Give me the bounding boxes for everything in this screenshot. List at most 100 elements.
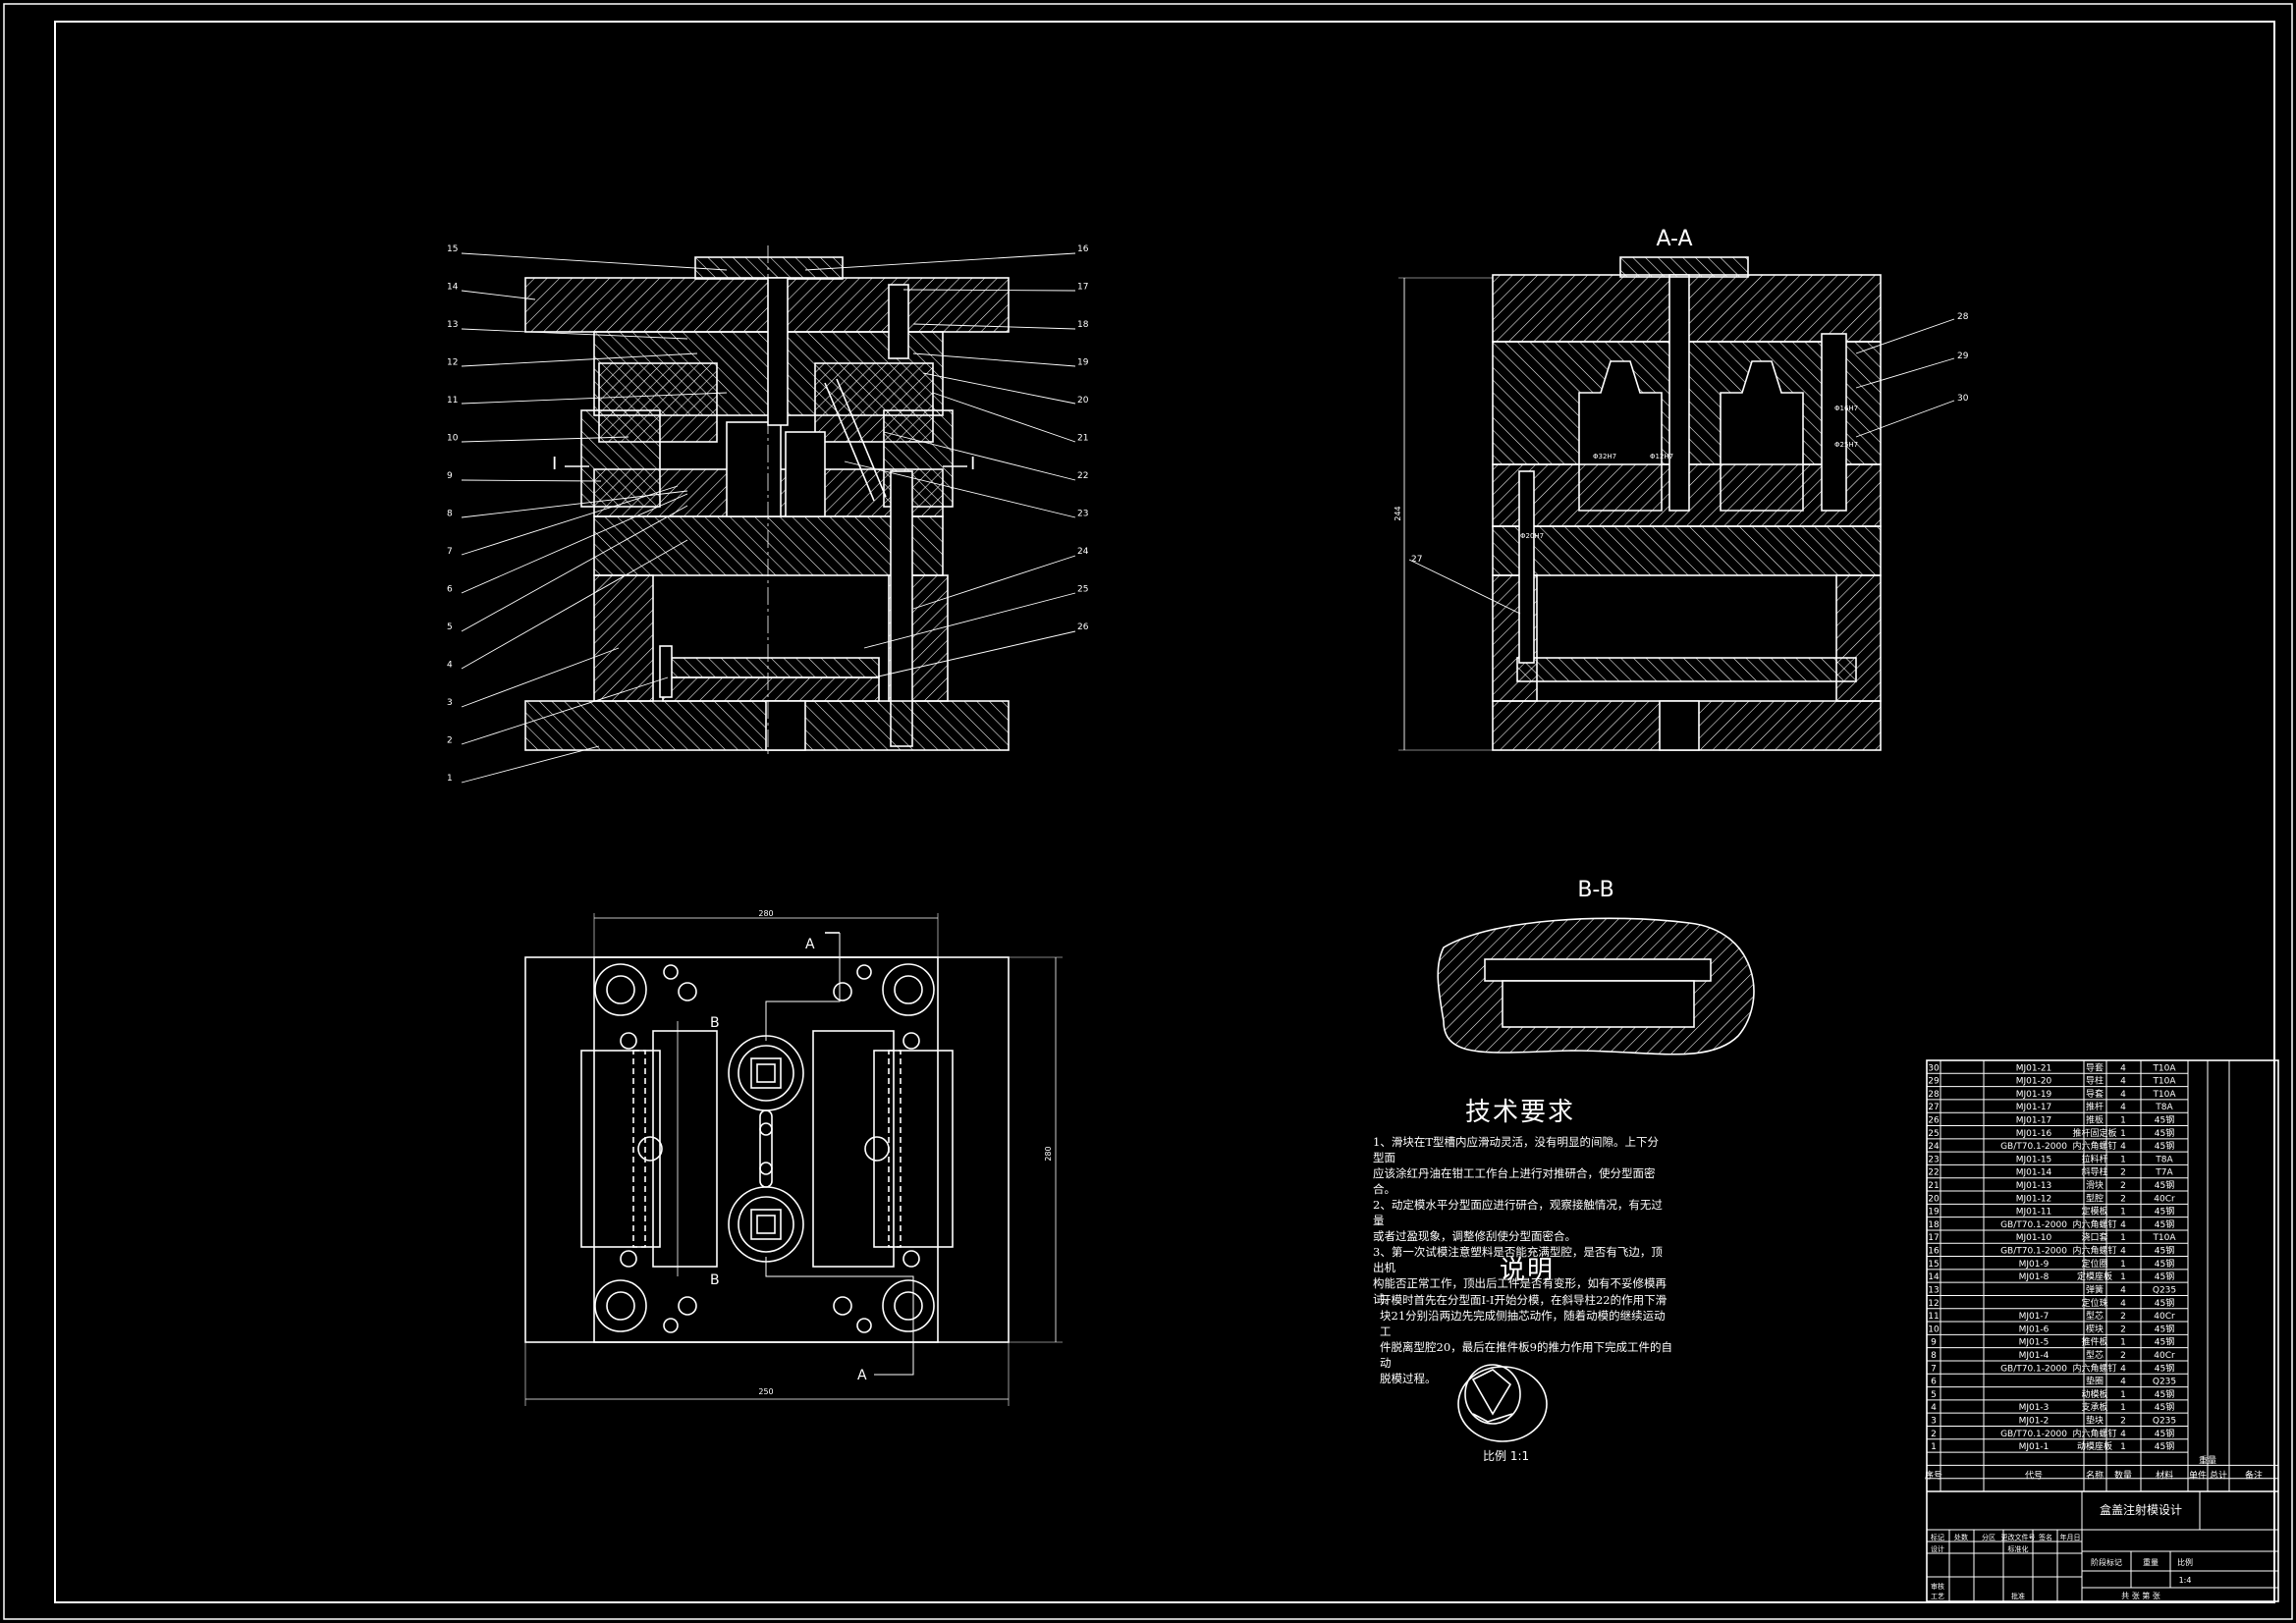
bom-cell-qty: 2 bbox=[2120, 1351, 2126, 1361]
bom-cell-material: 45钢 bbox=[2155, 1114, 2174, 1126]
bom-cell-no: 20 bbox=[1928, 1194, 1940, 1204]
bom-cell-name: 斜导柱 bbox=[2081, 1166, 2107, 1178]
bom-cell-name: 推杆固定板 bbox=[2072, 1127, 2116, 1139]
bom-cell-no: 5 bbox=[1931, 1390, 1937, 1400]
bom-cell-name: 动模板 bbox=[2081, 1388, 2107, 1400]
bom-cell-material: T10A bbox=[2152, 1077, 2176, 1087]
leader-number: 7 bbox=[447, 547, 453, 557]
bom-cell-qty: 2 bbox=[2120, 1168, 2126, 1178]
bom-cell-no: 27 bbox=[1928, 1103, 1939, 1112]
bom-cell-material: T7A bbox=[2155, 1168, 2173, 1178]
bom-cell-qty: 2 bbox=[2120, 1416, 2126, 1426]
bom-cell-name: 滑块 bbox=[2086, 1179, 2104, 1191]
bom-row-lines bbox=[1927, 1072, 2278, 1492]
section-mark-a-bottom: A bbox=[857, 1368, 867, 1383]
description-title: 说明 bbox=[1499, 1256, 1555, 1285]
bom-cell-name: 推杆 bbox=[2086, 1101, 2104, 1112]
dim-d3: Φ20H7 bbox=[1520, 532, 1544, 540]
bom-cell-name: 弹簧 bbox=[2086, 1283, 2104, 1295]
bom-cell-name: 定位圈 bbox=[2081, 1258, 2107, 1270]
dim-d1: Φ32H7 bbox=[1593, 453, 1616, 460]
bom-cell-name: 导套 bbox=[2086, 1061, 2104, 1073]
bom-cell-qty: 1 bbox=[2120, 1442, 2126, 1452]
bom-cell-name: 推板 bbox=[2086, 1114, 2104, 1126]
leader-number: 4 bbox=[447, 661, 453, 671]
section-bb-title: B-B bbox=[1577, 878, 1613, 902]
bom-cell-name: 定模座板 bbox=[2077, 1271, 2112, 1282]
bom-cell-name: 导柱 bbox=[2086, 1075, 2104, 1087]
bom-cell-name: 楔块 bbox=[2086, 1323, 2104, 1334]
bom-cell-code: MJ01-9 bbox=[2019, 1260, 2050, 1270]
bom-cell-name: 浇口套 bbox=[2081, 1231, 2107, 1243]
bom-header: 单件 bbox=[2189, 1470, 2207, 1482]
technical-requirement-line: 应该涂红丹油在钳工工作台上进行对推研合，使分型面密合。 bbox=[1373, 1166, 1656, 1196]
bom-cell-no: 11 bbox=[1928, 1312, 1939, 1322]
bom-cell-code: MJ01-11 bbox=[2016, 1208, 2052, 1217]
bom-cell-material: T10A bbox=[2152, 1233, 2176, 1243]
title-block-cell: 标准化 bbox=[2008, 1544, 2029, 1553]
title-block-stage: 阶段标记 bbox=[2091, 1557, 2122, 1567]
bom-cell-code: MJ01-12 bbox=[2016, 1194, 2052, 1204]
bom-cell-material: 40Cr bbox=[2154, 1312, 2175, 1322]
title-block-process: 工艺 bbox=[1931, 1593, 1944, 1600]
bom-cell-qty: 2 bbox=[2120, 1181, 2126, 1191]
bom-cell-no: 18 bbox=[1928, 1220, 1940, 1230]
bom-cell-qty: 2 bbox=[2120, 1325, 2126, 1334]
bom-header: 名称 bbox=[2086, 1470, 2104, 1482]
bom-cell-code: MJ01-20 bbox=[2016, 1077, 2052, 1087]
bom-cell-qty: 1 bbox=[2120, 1260, 2126, 1270]
title-block-approve: 批准 bbox=[2011, 1592, 2025, 1600]
bom-table bbox=[1926, 1059, 2279, 1602]
leader-number: 20 bbox=[1077, 396, 1089, 406]
bom-cell-qty: 4 bbox=[2120, 1142, 2126, 1152]
bom-cell-qty: 4 bbox=[2120, 1364, 2126, 1374]
bom-cell-material: Q235 bbox=[2153, 1378, 2176, 1387]
title-block-scale: 比例 bbox=[2177, 1557, 2193, 1567]
bom-cell-qty: 1 bbox=[2120, 1272, 2126, 1282]
bom-cell-qty: 1 bbox=[2120, 1155, 2126, 1164]
bom-cell-code: GB/T70.1-2000 bbox=[2000, 1430, 2067, 1439]
bom-cell-name: 内六角螺钉 bbox=[2072, 1362, 2116, 1374]
bom-cell-no: 16 bbox=[1928, 1247, 1940, 1257]
bom-cell-no: 12 bbox=[1928, 1299, 1939, 1309]
section-aa-view bbox=[1398, 256, 1955, 751]
bom-cell-material: Q235 bbox=[2153, 1416, 2176, 1426]
leaders-right bbox=[804, 252, 1076, 678]
dim-width-top: 280 bbox=[758, 909, 773, 918]
leader-number: 25 bbox=[1077, 585, 1088, 595]
title-block-cell: 签名 bbox=[2039, 1533, 2052, 1542]
plan-view bbox=[524, 913, 1063, 1406]
description-line: 块21分别沿两边先完成侧抽芯动作，随着动模的继续运动工 bbox=[1380, 1309, 1666, 1338]
leader-number: 12 bbox=[447, 358, 458, 368]
bom-cell-qty: 4 bbox=[2120, 1378, 2126, 1387]
title-block-cell: 处数 bbox=[1954, 1533, 1968, 1542]
bom-cell-qty: 1 bbox=[2120, 1208, 2126, 1217]
leader-number: 14 bbox=[447, 283, 459, 293]
leader-number: 17 bbox=[1077, 283, 1088, 293]
description-line: 件脱离型腔20，最后在推件板9的推力作用下完成工件的自动 bbox=[1380, 1340, 1672, 1370]
bom-cell-material: T8A bbox=[2155, 1103, 2173, 1112]
section-aa-title: A-A bbox=[1656, 227, 1692, 251]
bom-cell-material: T10A bbox=[2152, 1063, 2176, 1073]
bom-cell-no: 1 bbox=[1931, 1442, 1937, 1452]
title-block-cell: 标记 bbox=[1931, 1533, 1944, 1542]
bom-cell-qty: 4 bbox=[2120, 1220, 2126, 1230]
bom-cell-no: 28 bbox=[1928, 1090, 1940, 1100]
bom-cell-name: 推件板 bbox=[2081, 1336, 2107, 1348]
bom-cell-name: 定位珠 bbox=[2081, 1297, 2107, 1309]
bom-cell-no: 24 bbox=[1928, 1142, 1940, 1152]
leader-number: 23 bbox=[1077, 510, 1088, 519]
bom-cell-name: 内六角螺钉 bbox=[2072, 1245, 2116, 1257]
description-line: 开模时首先在分型面Ⅰ-Ⅰ开始分模，在斜导柱22的作用下滑 bbox=[1380, 1293, 1667, 1307]
bom-header: 材料 bbox=[2156, 1470, 2173, 1482]
bom-cell-code: MJ01-2 bbox=[2019, 1416, 2050, 1426]
bom-cell-material: T10A bbox=[2152, 1090, 2176, 1100]
bom-cell-material: 45钢 bbox=[2155, 1323, 2174, 1334]
bom-cell-no: 6 bbox=[1931, 1378, 1937, 1387]
bom-cell-code: GB/T70.1-2000 bbox=[2000, 1247, 2067, 1257]
leader-number: 11 bbox=[447, 396, 458, 406]
bom-cell-qty: 1 bbox=[2120, 1338, 2126, 1348]
bom-cell-code: MJ01-15 bbox=[2016, 1155, 2052, 1164]
bom-cell-name: 内六角螺钉 bbox=[2072, 1140, 2116, 1152]
